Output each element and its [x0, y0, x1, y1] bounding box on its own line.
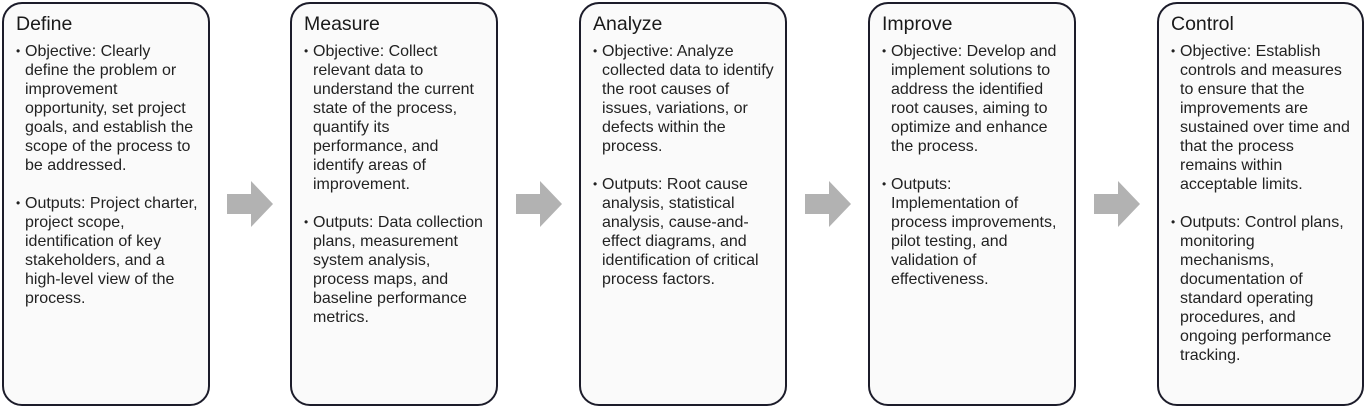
bullet-icon: • [16, 44, 21, 58]
connector-arrow-2 [516, 181, 562, 227]
phase-control-objective-text: Objective: Establish controls and measur… [1180, 43, 1350, 193]
phase-improve-outputs-text: Outputs: Implementation of process impro… [891, 176, 1057, 288]
phase-improve-objective-text: Objective: Develop and implement solutio… [891, 43, 1057, 155]
phase-improve-title: Improve [882, 13, 953, 35]
phase-define-objective-text: Objective: Clearly define the problem or… [25, 43, 194, 174]
phase-define-outputs: • Outputs: Project charter, project scop… [16, 194, 198, 308]
phase-define-outputs-text: Outputs: Project charter, project scope,… [25, 195, 198, 307]
phase-measure-outputs-text: Outputs: Data collection plans, measurem… [313, 214, 483, 326]
connector-arrow-3 [805, 181, 851, 227]
phase-analyze-objective-text: Objective: Analyze collected data to ide… [602, 43, 774, 155]
bullet-icon: • [593, 44, 598, 58]
phase-define-box: Define • Objective: Clearly define the p… [2, 2, 210, 406]
bullet-icon: • [1171, 215, 1176, 229]
arrow-right-icon [227, 181, 273, 227]
phase-analyze-objective: • Objective: Analyze collected data to i… [593, 42, 775, 156]
connector-arrow-1 [227, 181, 273, 227]
bullet-icon: • [593, 177, 598, 191]
phase-analyze-box: Analyze • Objective: Analyze collected d… [579, 2, 787, 406]
phase-define-title: Define [16, 13, 73, 35]
bullet-icon: • [1171, 44, 1176, 58]
phase-control-outputs-text: Outputs: Control plans, monitoring mecha… [1180, 214, 1344, 364]
phase-control-objective: • Objective: Establish controls and meas… [1171, 42, 1352, 194]
phase-measure-objective-text: Objective: Collect relevant data to unde… [313, 43, 474, 193]
bullet-icon: • [304, 44, 309, 58]
phase-define-objective: • Objective: Clearly define the problem … [16, 42, 198, 175]
bullet-icon: • [882, 177, 887, 191]
phase-measure-objective: • Objective: Collect relevant data to un… [304, 42, 486, 194]
arrow-right-icon [1094, 181, 1140, 227]
phase-improve-objective: • Objective: Develop and implement solut… [882, 42, 1064, 156]
phase-control-outputs: • Outputs: Control plans, monitoring mec… [1171, 213, 1352, 365]
phase-analyze-outputs: • Outputs: Root cause analysis, statisti… [593, 175, 775, 289]
phase-control-box: Control • Objective: Establish controls … [1157, 2, 1364, 406]
phase-analyze-title: Analyze [593, 13, 663, 35]
phase-improve-outputs: • Outputs: Implementation of process imp… [882, 175, 1064, 289]
arrow-right-icon [516, 181, 562, 227]
bullet-icon: • [304, 215, 309, 229]
phase-measure-title: Measure [304, 13, 380, 35]
phase-analyze-outputs-text: Outputs: Root cause analysis, statistica… [602, 176, 759, 288]
phase-measure-outputs: • Outputs: Data collection plans, measur… [304, 213, 486, 327]
bullet-icon: • [16, 196, 21, 210]
arrow-right-icon [805, 181, 851, 227]
phase-control-title: Control [1171, 13, 1234, 35]
phase-measure-box: Measure • Objective: Collect relevant da… [290, 2, 498, 406]
bullet-icon: • [882, 44, 887, 58]
phase-improve-box: Improve • Objective: Develop and impleme… [868, 2, 1076, 406]
connector-arrow-4 [1094, 181, 1140, 227]
